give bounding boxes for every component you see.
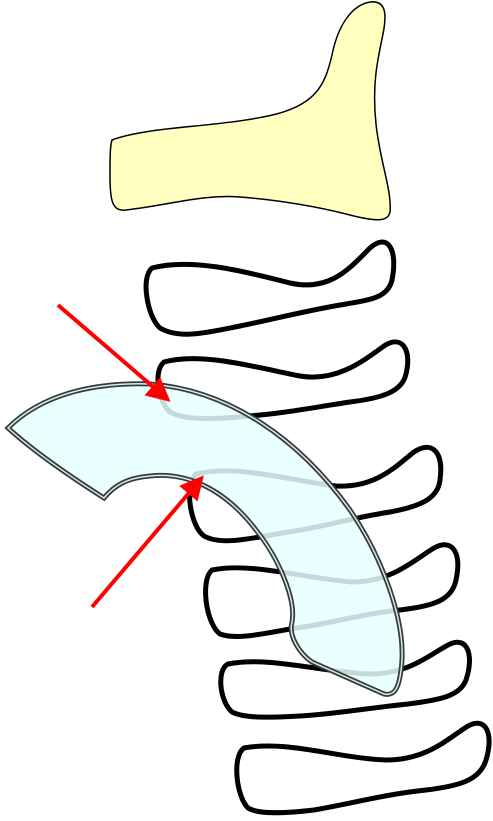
arrow-lower [92,480,200,607]
spine-block-1 [146,242,394,334]
top-yellow-shape [110,2,390,220]
spine-block-6 [237,723,489,813]
